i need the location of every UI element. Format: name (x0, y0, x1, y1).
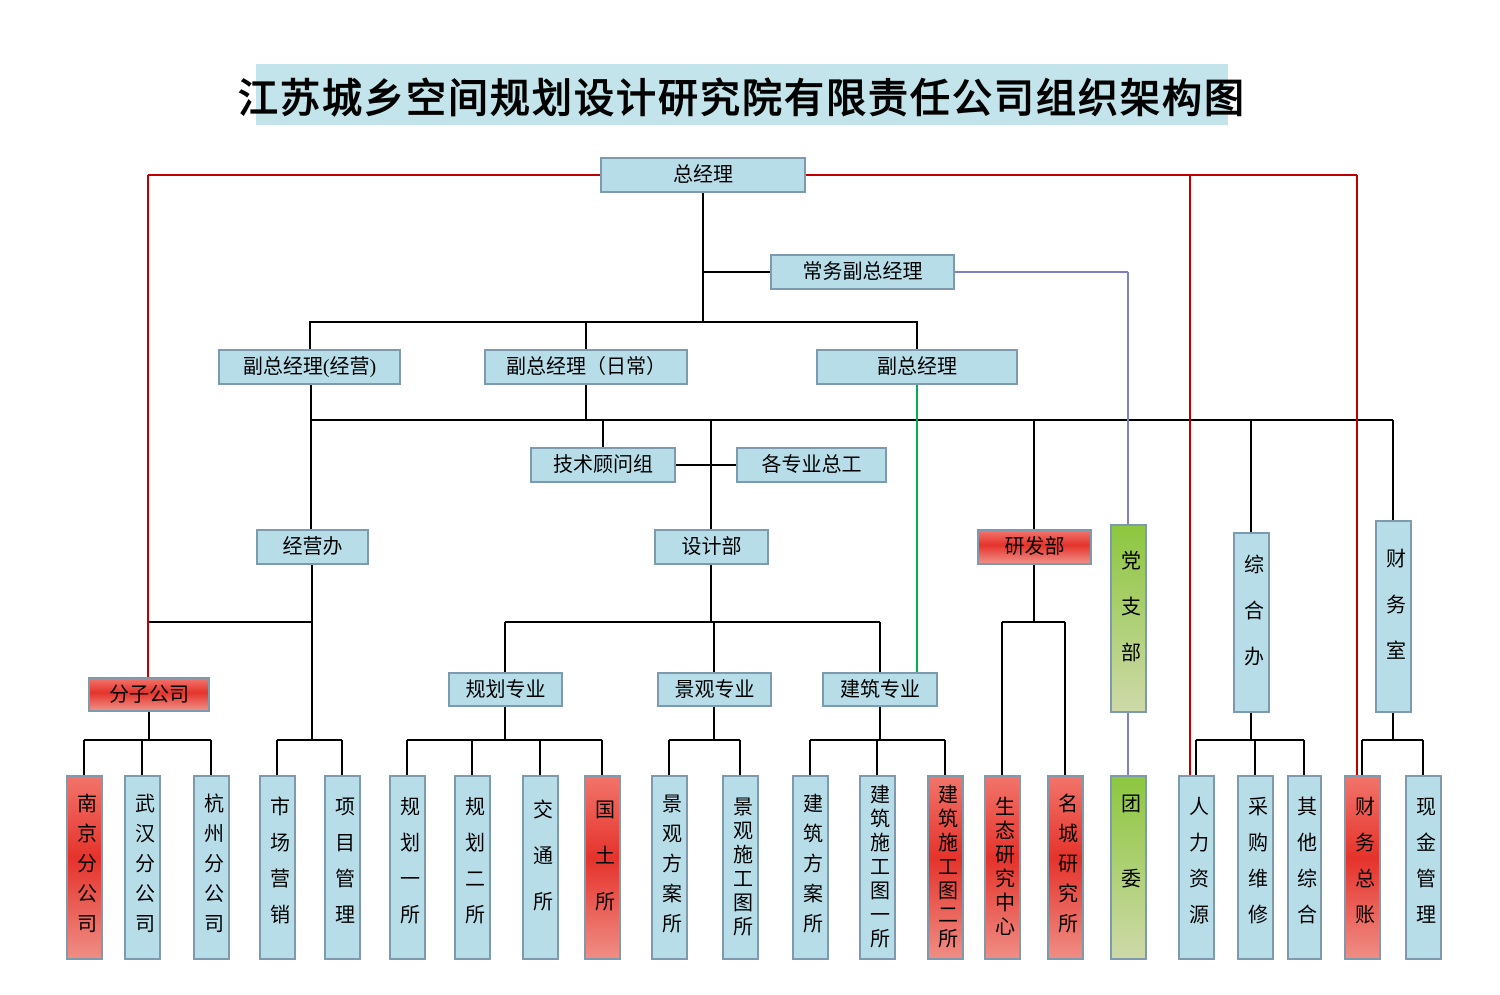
node-procurement-maintenance-label: 采购维修 (1244, 795, 1267, 940)
node-tech-advisory-group: 技术顾问组 (530, 447, 676, 483)
node-project-management: 项目管理 (324, 775, 361, 960)
node-arch-scheme-institute: 建筑方案所 (792, 775, 829, 960)
black-connectors (83, 193, 1424, 775)
node-wuhan-branch-label: 武汉分公司 (131, 792, 154, 943)
chart-title: 江苏城乡空间规划设计研究院有限责任公司组织架构图 (238, 64, 1244, 125)
node-marketing: 市场营销 (259, 775, 296, 960)
node-famous-city-research-institute-label: 名城研究所 (1054, 792, 1077, 943)
node-planning-institute-2: 规划二所 (454, 775, 491, 960)
node-deputy-gm-operations: 副总经理(经营) (218, 349, 401, 385)
node-landscape-scheme-institute-label: 景观方案所 (658, 792, 681, 943)
node-project-management-label: 项目管理 (331, 795, 354, 940)
node-planning-institute-1-label: 规划一所 (396, 795, 419, 940)
node-land-institute: 国土所 (584, 775, 621, 960)
node-other-general: 其他综合 (1287, 775, 1322, 960)
node-finance-office-label: 财务室 (1382, 547, 1405, 686)
node-landscape-construction-institute-label: 景观施工图所 (729, 795, 752, 940)
node-executive-deputy-gm: 常务副总经理 (770, 254, 955, 290)
node-arch-construction-institute-1: 建筑施工图一所 (859, 775, 896, 960)
node-cash-management: 现金管理 (1405, 775, 1442, 960)
node-ecology-research-center-label: 生态研究中心 (991, 795, 1014, 940)
node-arch-construction-institute-2: 建筑施工图二所 (927, 775, 964, 960)
node-hangzhou-branch-label: 杭州分公司 (200, 792, 223, 943)
node-arch-construction-institute-1-label: 建筑施工图一所 (866, 783, 889, 952)
node-nanjing-branch: 南京分公司 (66, 775, 103, 960)
node-human-resources-label: 人力资源 (1185, 795, 1208, 940)
node-finance-office: 财务室 (1375, 520, 1412, 713)
node-rd-dept: 研发部 (977, 529, 1092, 565)
node-operations-office: 经营办 (256, 529, 369, 565)
node-landscape-specialty: 景观专业 (657, 672, 772, 707)
node-architecture-specialty: 建筑专业 (822, 672, 938, 707)
node-party-branch: 党支部 (1110, 524, 1147, 713)
node-party-branch-label: 党支部 (1117, 549, 1140, 688)
node-subsidiaries: 分子公司 (88, 677, 210, 712)
red-connectors (147, 174, 1358, 775)
node-land-institute-label: 国土所 (591, 798, 614, 937)
node-finance-ledger-label: 财务总账 (1351, 795, 1374, 940)
node-youth-league-label: 团委 (1117, 792, 1140, 943)
node-nanjing-branch-label: 南京分公司 (73, 792, 96, 943)
node-deputy-gm: 副总经理 (816, 349, 1018, 385)
node-other-general-label: 其他综合 (1293, 795, 1316, 940)
node-planning-specialty: 规划专业 (448, 672, 563, 707)
node-planning-institute-2-label: 规划二所 (461, 795, 484, 940)
node-arch-scheme-institute-label: 建筑方案所 (799, 792, 822, 943)
node-deputy-gm-daily: 副总经理（日常） (484, 349, 688, 385)
node-arch-construction-institute-2-label: 建筑施工图二所 (934, 783, 957, 952)
node-famous-city-research-institute: 名城研究所 (1047, 775, 1084, 960)
node-landscape-construction-institute: 景观施工图所 (722, 775, 759, 960)
node-general-manager: 总经理 (600, 157, 806, 193)
node-general-office-label: 综合办 (1240, 553, 1263, 692)
node-wuhan-branch: 武汉分公司 (124, 775, 161, 960)
node-procurement-maintenance: 采购维修 (1237, 775, 1274, 960)
node-landscape-scheme-institute: 景观方案所 (651, 775, 688, 960)
node-ecology-research-center: 生态研究中心 (984, 775, 1021, 960)
node-cash-management-label: 现金管理 (1412, 795, 1435, 940)
node-youth-league: 团委 (1110, 775, 1147, 960)
node-hangzhou-branch: 杭州分公司 (193, 775, 230, 960)
node-human-resources: 人力资源 (1178, 775, 1215, 960)
node-marketing-label: 市场营销 (266, 795, 289, 940)
node-finance-ledger: 财务总账 (1344, 775, 1381, 960)
node-chief-engineers: 各专业总工 (736, 447, 887, 483)
node-planning-institute-1: 规划一所 (389, 775, 426, 960)
node-transport-institute: 交通所 (522, 775, 559, 960)
node-general-office: 综合办 (1233, 532, 1270, 713)
node-design-dept: 设计部 (654, 529, 769, 565)
node-transport-institute-label: 交通所 (529, 798, 552, 937)
blue-connectors (955, 271, 1129, 775)
